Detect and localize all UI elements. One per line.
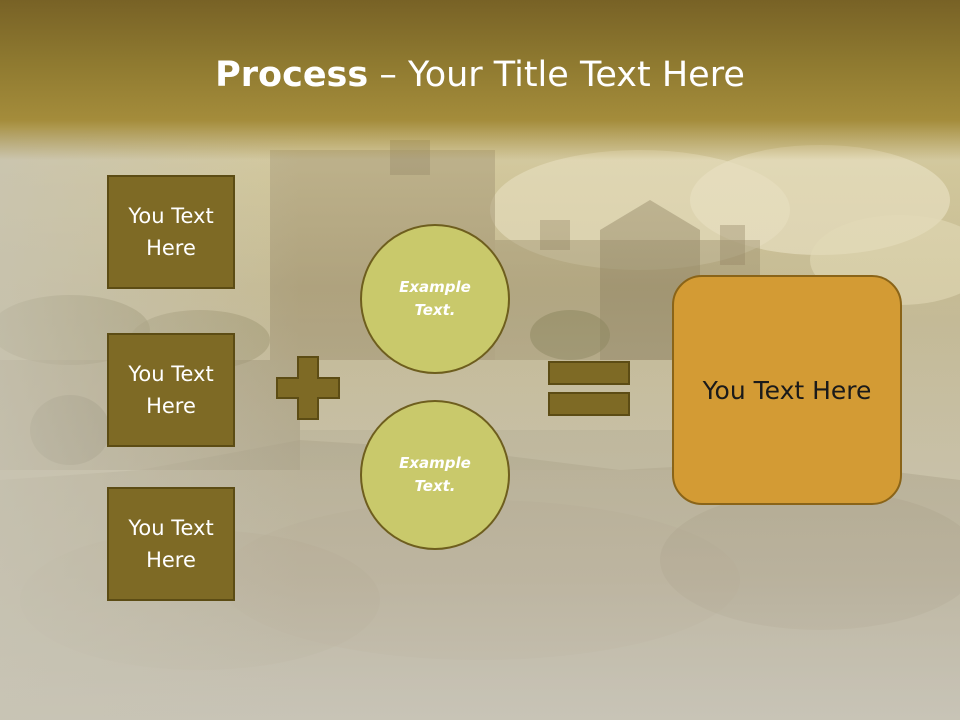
left-box-3[interactable]: You Text Here [107, 487, 235, 601]
slide-title[interactable]: Process – Your Title Text Here [0, 50, 960, 100]
result-label: You Text Here [702, 375, 872, 405]
title-bold: Process [215, 55, 369, 95]
title-bar [0, 0, 960, 160]
example-circle-1[interactable]: Example Text. [360, 224, 510, 374]
left-box-label: You Text Here [128, 204, 214, 260]
left-box-label: You Text Here [128, 362, 214, 418]
title-rest: – Your Title Text Here [368, 55, 745, 95]
circle-label: Example Text. [399, 278, 471, 319]
equals-icon [548, 361, 630, 416]
left-box-1[interactable]: You Text Here [107, 175, 235, 289]
left-box-2[interactable]: You Text Here [107, 333, 235, 447]
example-circle-2[interactable]: Example Text. [360, 400, 510, 550]
circle-label: Example Text. [399, 454, 471, 495]
left-box-label: You Text Here [128, 516, 214, 572]
plus-icon [276, 356, 340, 420]
result-box[interactable]: You Text Here [672, 275, 902, 505]
